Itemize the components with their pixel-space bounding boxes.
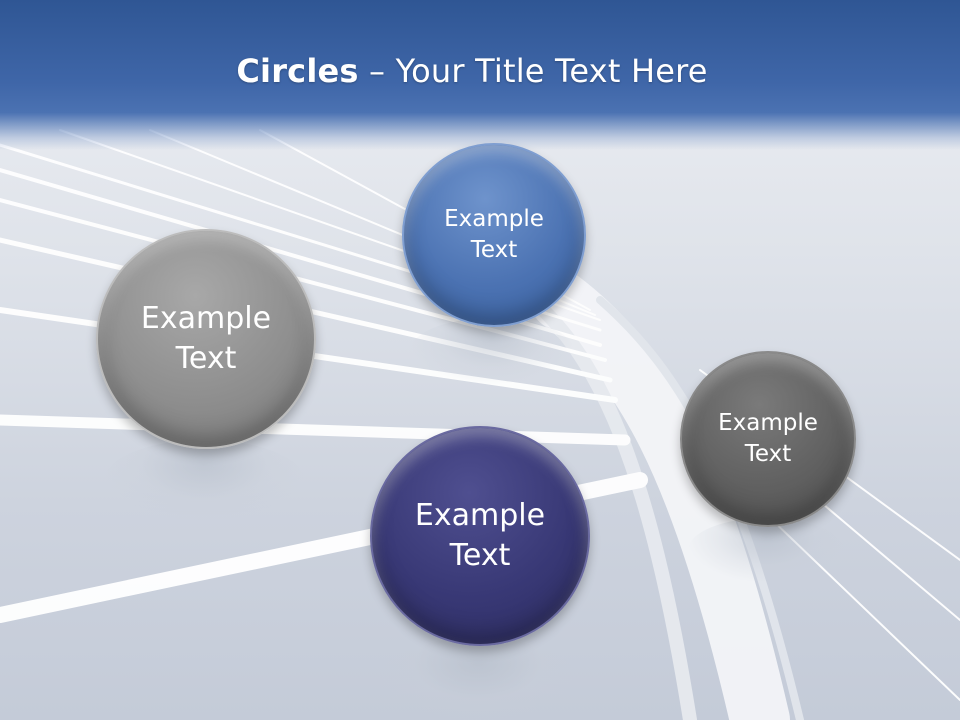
circle-reflection xyxy=(688,518,844,582)
title-bold: Circles xyxy=(236,52,359,90)
circle-text-line2: Text xyxy=(744,441,792,467)
circle-dark-gray[interactable]: Example Text xyxy=(680,351,856,527)
circle-text-line1: Example xyxy=(444,205,544,232)
circle-gray[interactable]: Example Text xyxy=(96,229,316,449)
circle-text-line2: Text xyxy=(449,538,511,573)
circle-reflection xyxy=(410,318,574,384)
slide-title: Circles – Your Title Text Here xyxy=(0,52,944,90)
title-rest: – Your Title Text Here xyxy=(358,52,708,90)
circle-text-line2: Text xyxy=(470,237,518,263)
circle-reflection xyxy=(378,638,578,720)
circle-text-line1: Example xyxy=(414,497,546,533)
title-banner xyxy=(0,0,960,150)
circle-text-line2: Text xyxy=(175,341,237,376)
circle-text-line1: Example xyxy=(718,409,818,436)
circle-reflection xyxy=(104,440,304,520)
circle-blue[interactable]: Example Text xyxy=(402,143,586,327)
circle-text-line1: Example xyxy=(140,300,272,336)
circle-navy[interactable]: Example Text xyxy=(370,426,590,646)
